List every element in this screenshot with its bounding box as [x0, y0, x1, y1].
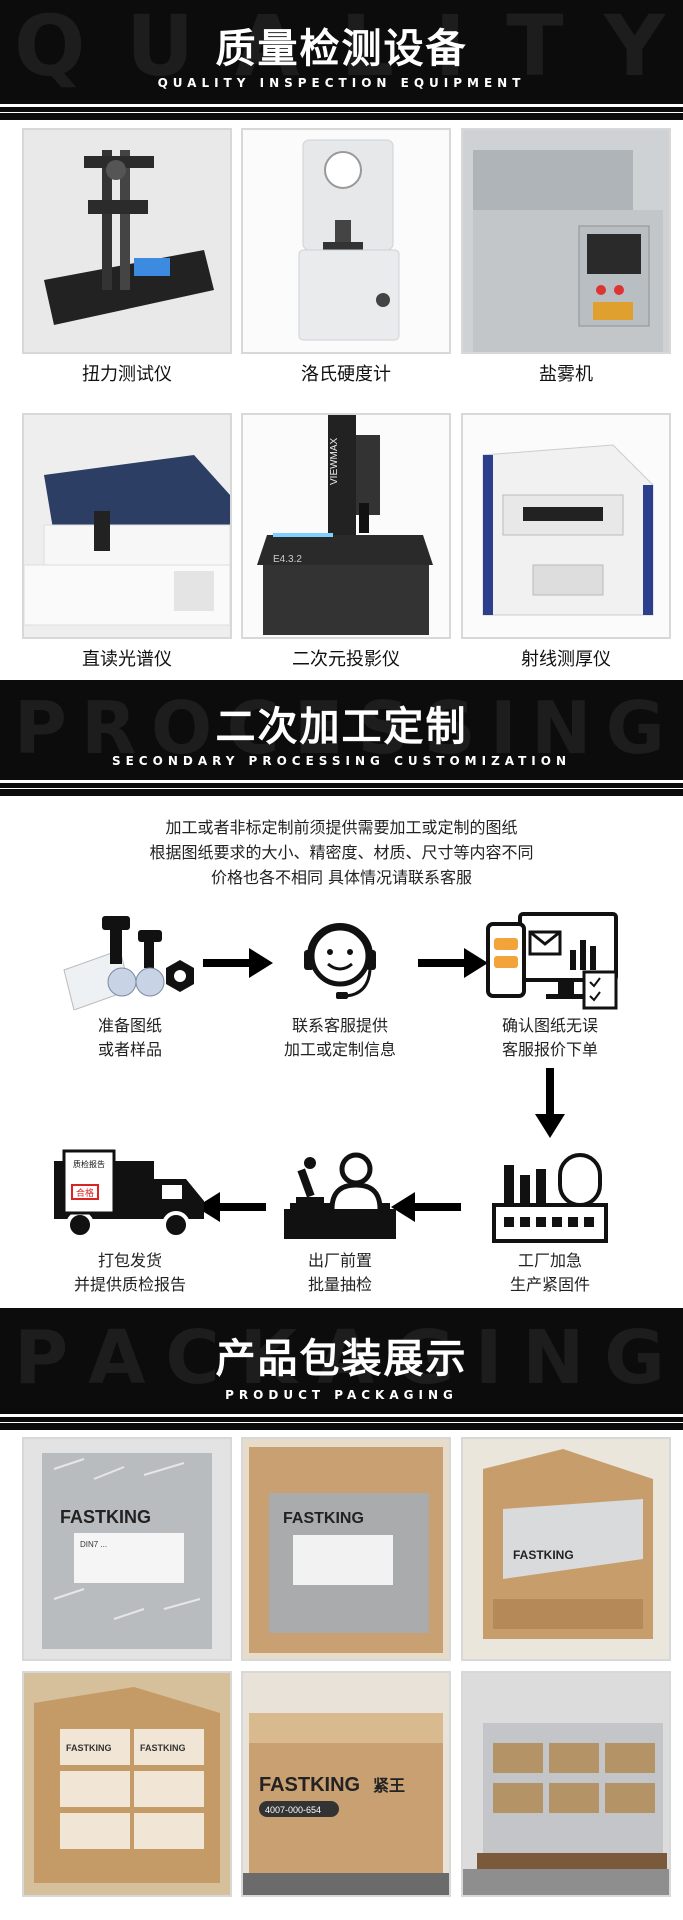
brand-cn-text: 紧王	[373, 1776, 405, 1795]
packaging-grid: FASTKING DIN7 ... FASTKING FASTKING	[0, 1437, 683, 1920]
arrow-left-icon	[391, 1192, 461, 1222]
arrow-right-icon	[418, 948, 488, 978]
step-label: 准备图纸	[97, 1016, 162, 1035]
equipment-label: 二次元投影仪	[292, 649, 400, 670]
step-label: 工厂加急	[517, 1251, 582, 1270]
quality-rules	[0, 98, 683, 120]
torque-tester-photo	[22, 128, 232, 354]
step-label: 客服报价下单	[501, 1040, 598, 1059]
packaging-carton-photo: FASTKING	[461, 1437, 671, 1661]
brand-text: FASTKING	[513, 1548, 574, 1562]
equipment-label: 射线测厚仪	[521, 649, 611, 670]
step-label: 出厂前置	[307, 1251, 372, 1270]
intro-line: 价格也各不相同 具体情况请联系客服	[210, 868, 473, 887]
intro-line: 根据图纸要求的大小、精密度、材质、尺寸等内容不同	[149, 843, 534, 862]
brand-text: FASTKING	[140, 1743, 186, 1753]
packaging-open-box-photo: FASTKING	[241, 1437, 451, 1661]
arrow-down-icon	[535, 1068, 565, 1138]
vmm-brand: VIEWMAX	[329, 437, 340, 485]
process-step-inspection: 出厂前置 批量抽检	[250, 1145, 430, 1295]
equipment-label: 盐雾机	[539, 364, 593, 385]
quality-subtitle: QUALITY INSPECTION EQUIPMENT	[157, 76, 526, 90]
processing-subtitle: SECONDARY PROCESSING CUSTOMIZATION	[111, 754, 572, 768]
brand-text: FASTKING	[259, 1774, 360, 1796]
equipment-label: 洛氏硬度计	[301, 364, 391, 385]
step-label: 或者样品	[97, 1040, 162, 1059]
packaging-rules	[0, 1408, 683, 1430]
step-label: 批量抽检	[307, 1275, 372, 1294]
customer-service-icon	[304, 923, 376, 999]
bag-label-text: DIN7 ...	[80, 1540, 107, 1549]
delivery-truck-icon: 质检报告 合格	[54, 1149, 204, 1239]
vision-measuring-photo: VIEWMAX E4.3.2	[241, 413, 451, 639]
arrow-left-icon	[196, 1192, 266, 1222]
quality-title: 质量检测设备	[215, 26, 468, 72]
order-confirm-icon	[486, 912, 618, 1010]
packaging-pallet-photo	[461, 1671, 671, 1897]
step-label: 并提供质检报告	[73, 1275, 186, 1294]
salt-spray-chamber-photo	[461, 128, 671, 354]
processing-intro: 加工或者非标定制前须提供需要加工或定制的图纸 根据图纸要求的大小、精密度、材质、…	[0, 815, 683, 890]
packaging-title: 产品包装展示	[215, 1336, 468, 1382]
packaging-sealed-carton-photo: FASTKING 紧王 4007-000-654	[241, 1671, 451, 1897]
vmm-model: E4.3.2	[273, 554, 302, 565]
intro-line: 加工或者非标定制前须提供需要加工或定制的图纸	[165, 818, 518, 837]
step-label: 加工或定制信息	[283, 1040, 396, 1059]
quality-grid: 扭力测试仪 洛氏硬度计	[0, 128, 683, 670]
process-step-factory: 工厂加急 生产紧固件	[460, 1145, 640, 1295]
phone-text: 4007-000-654	[265, 1805, 321, 1815]
brand-text: FASTKING	[283, 1510, 364, 1527]
rockwell-tester-photo	[241, 128, 451, 354]
xray-thickness-photo	[461, 413, 671, 639]
arrow-right-icon	[203, 948, 273, 978]
process-step-confirm: 确认图纸无误 客服报价下单	[460, 910, 640, 1060]
packaging-subtitle: PRODUCT PACKAGING	[225, 1388, 458, 1402]
inspection-icon	[284, 1152, 396, 1239]
equipment-label: 扭力测试仪	[82, 364, 172, 385]
packaging-boxes-photo: FASTKING FASTKING	[22, 1671, 232, 1897]
processing-rules	[0, 776, 683, 796]
process-step-contact: 联系客服提供 加工或定制信息	[250, 910, 430, 1060]
spectrometer-photo	[22, 413, 232, 639]
process-step-delivery: 质检报告 合格 打包发货 并提供质检报告	[40, 1145, 220, 1295]
processing-title: 二次加工定制	[215, 704, 468, 750]
packaging-bag-photo: FASTKING DIN7 ...	[22, 1437, 232, 1661]
step-label: 生产紧固件	[509, 1275, 590, 1294]
process-step-prepare: 准备图纸 或者样品	[40, 910, 220, 1060]
step-label: 联系客服提供	[291, 1016, 388, 1035]
factory-icon	[492, 1153, 608, 1243]
step-label: 确认图纸无误	[501, 1016, 598, 1035]
step-label: 打包发货	[97, 1251, 162, 1270]
pass-stamp: 合格	[76, 1187, 94, 1199]
report-text: 质检报告	[73, 1159, 105, 1169]
equipment-label: 直读光谱仪	[82, 649, 172, 670]
brand-text: FASTKING	[60, 1507, 151, 1527]
drawing-sample-icon	[63, 916, 194, 1010]
brand-text: FASTKING	[66, 1743, 112, 1753]
